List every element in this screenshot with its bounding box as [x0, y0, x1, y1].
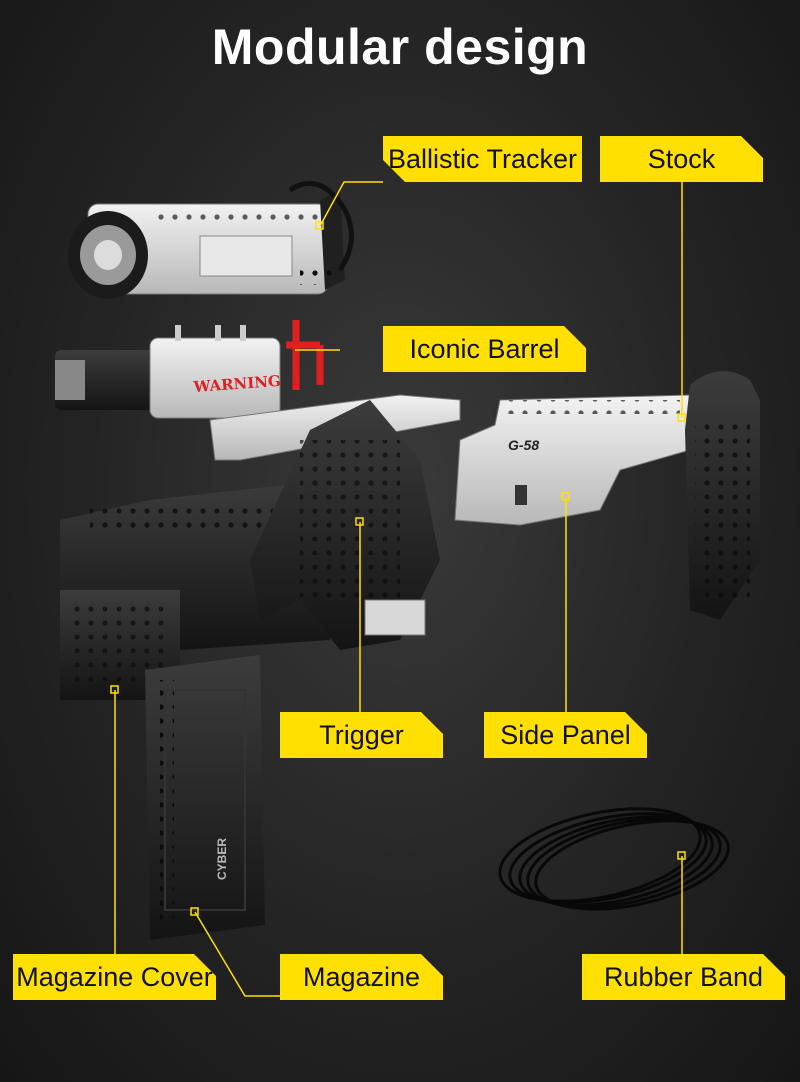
- callout-anchor-markers: [110, 221, 686, 916]
- stock-part: [685, 371, 760, 620]
- rubber-band-part: [498, 807, 730, 911]
- ballistic-tracker-part: [68, 180, 354, 299]
- model-marking: G-58: [508, 437, 539, 453]
- page-title: Modular design: [211, 19, 589, 75]
- label-ballistic-tracker: Ballistic Tracker: [383, 136, 582, 182]
- label-magazine-cover: Magazine Cover: [13, 954, 216, 1000]
- receiver-body-part: [60, 400, 440, 700]
- magazine-marking: CYBER: [215, 838, 229, 880]
- label-trigger: Trigger: [280, 712, 443, 758]
- side-panel-part: G-58: [454, 394, 691, 526]
- label-rubber-band: Rubber Band: [582, 954, 785, 1000]
- label-stock: Stock: [600, 136, 763, 182]
- callout-leader-lines: [114, 181, 683, 997]
- label-side-panel: Side Panel: [484, 712, 647, 758]
- label-magazine: Magazine: [280, 954, 443, 1000]
- magazine-part: CYBER: [145, 655, 265, 940]
- label-iconic-barrel: Iconic Barrel: [383, 326, 586, 372]
